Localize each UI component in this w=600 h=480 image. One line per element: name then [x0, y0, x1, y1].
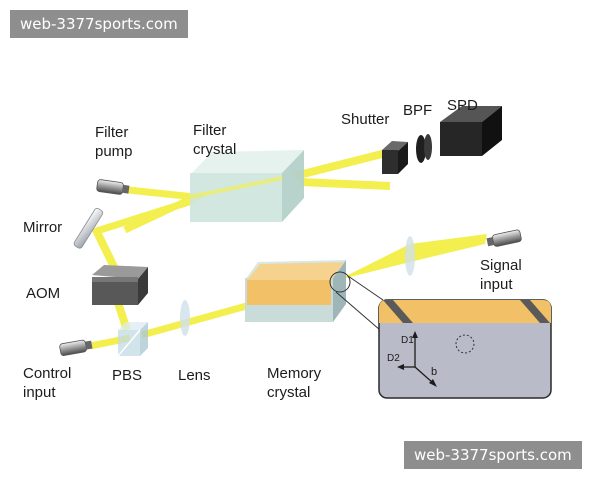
zoom-connector-top	[347, 275, 384, 301]
filter-crystal-body	[189, 150, 304, 222]
beam-pbs-to-memory	[141, 301, 251, 339]
crystal-inset: D1 D2 b	[378, 299, 552, 399]
label-memory-crystal: Memory crystal	[267, 365, 322, 401]
label-bpf: BPF	[403, 102, 433, 119]
control-input-fiber	[59, 339, 93, 356]
label-filter-crystal: Filter crystal	[193, 122, 237, 158]
label-mirror: Mirror	[23, 219, 63, 236]
shutter	[382, 141, 408, 174]
zoom-circle	[329, 271, 351, 293]
spd-detector	[440, 106, 502, 156]
signal-input-fiber	[486, 229, 522, 247]
label-shutter: Shutter	[341, 111, 390, 128]
watermark-bottom: web-3377sports.com	[404, 441, 582, 469]
watermark-top: web-3377sports.com	[10, 10, 188, 38]
memory-crystal-body	[245, 260, 346, 322]
beam-filter-out-lower	[299, 178, 391, 190]
axis-label-d2: D2	[387, 353, 400, 364]
label-control-input: Control input	[23, 365, 72, 401]
label-spd: SPD	[447, 97, 478, 114]
filter-pump-fiber	[96, 179, 130, 195]
pbs-cube	[117, 322, 148, 357]
beam-filter-to-shutter	[294, 148, 391, 180]
label-filter-pump: Filter pump	[95, 124, 133, 160]
label-lens: Lens	[178, 367, 211, 384]
lens-signal-side	[405, 236, 415, 276]
axis-label-d1: D1	[401, 335, 414, 346]
inset-spot-circle	[455, 334, 475, 354]
beam-mirror-to-filter	[98, 196, 197, 234]
label-signal-input: Signal input	[480, 257, 522, 293]
label-aom: AOM	[26, 285, 61, 302]
aom-modulator	[92, 265, 148, 305]
zoom-connector-bottom	[335, 291, 381, 331]
lens-pbs-side	[180, 300, 190, 336]
label-pbs: PBS	[112, 367, 143, 384]
axis-label-b: b	[431, 366, 437, 378]
bpf-filter	[416, 134, 432, 163]
mirror	[73, 207, 104, 249]
